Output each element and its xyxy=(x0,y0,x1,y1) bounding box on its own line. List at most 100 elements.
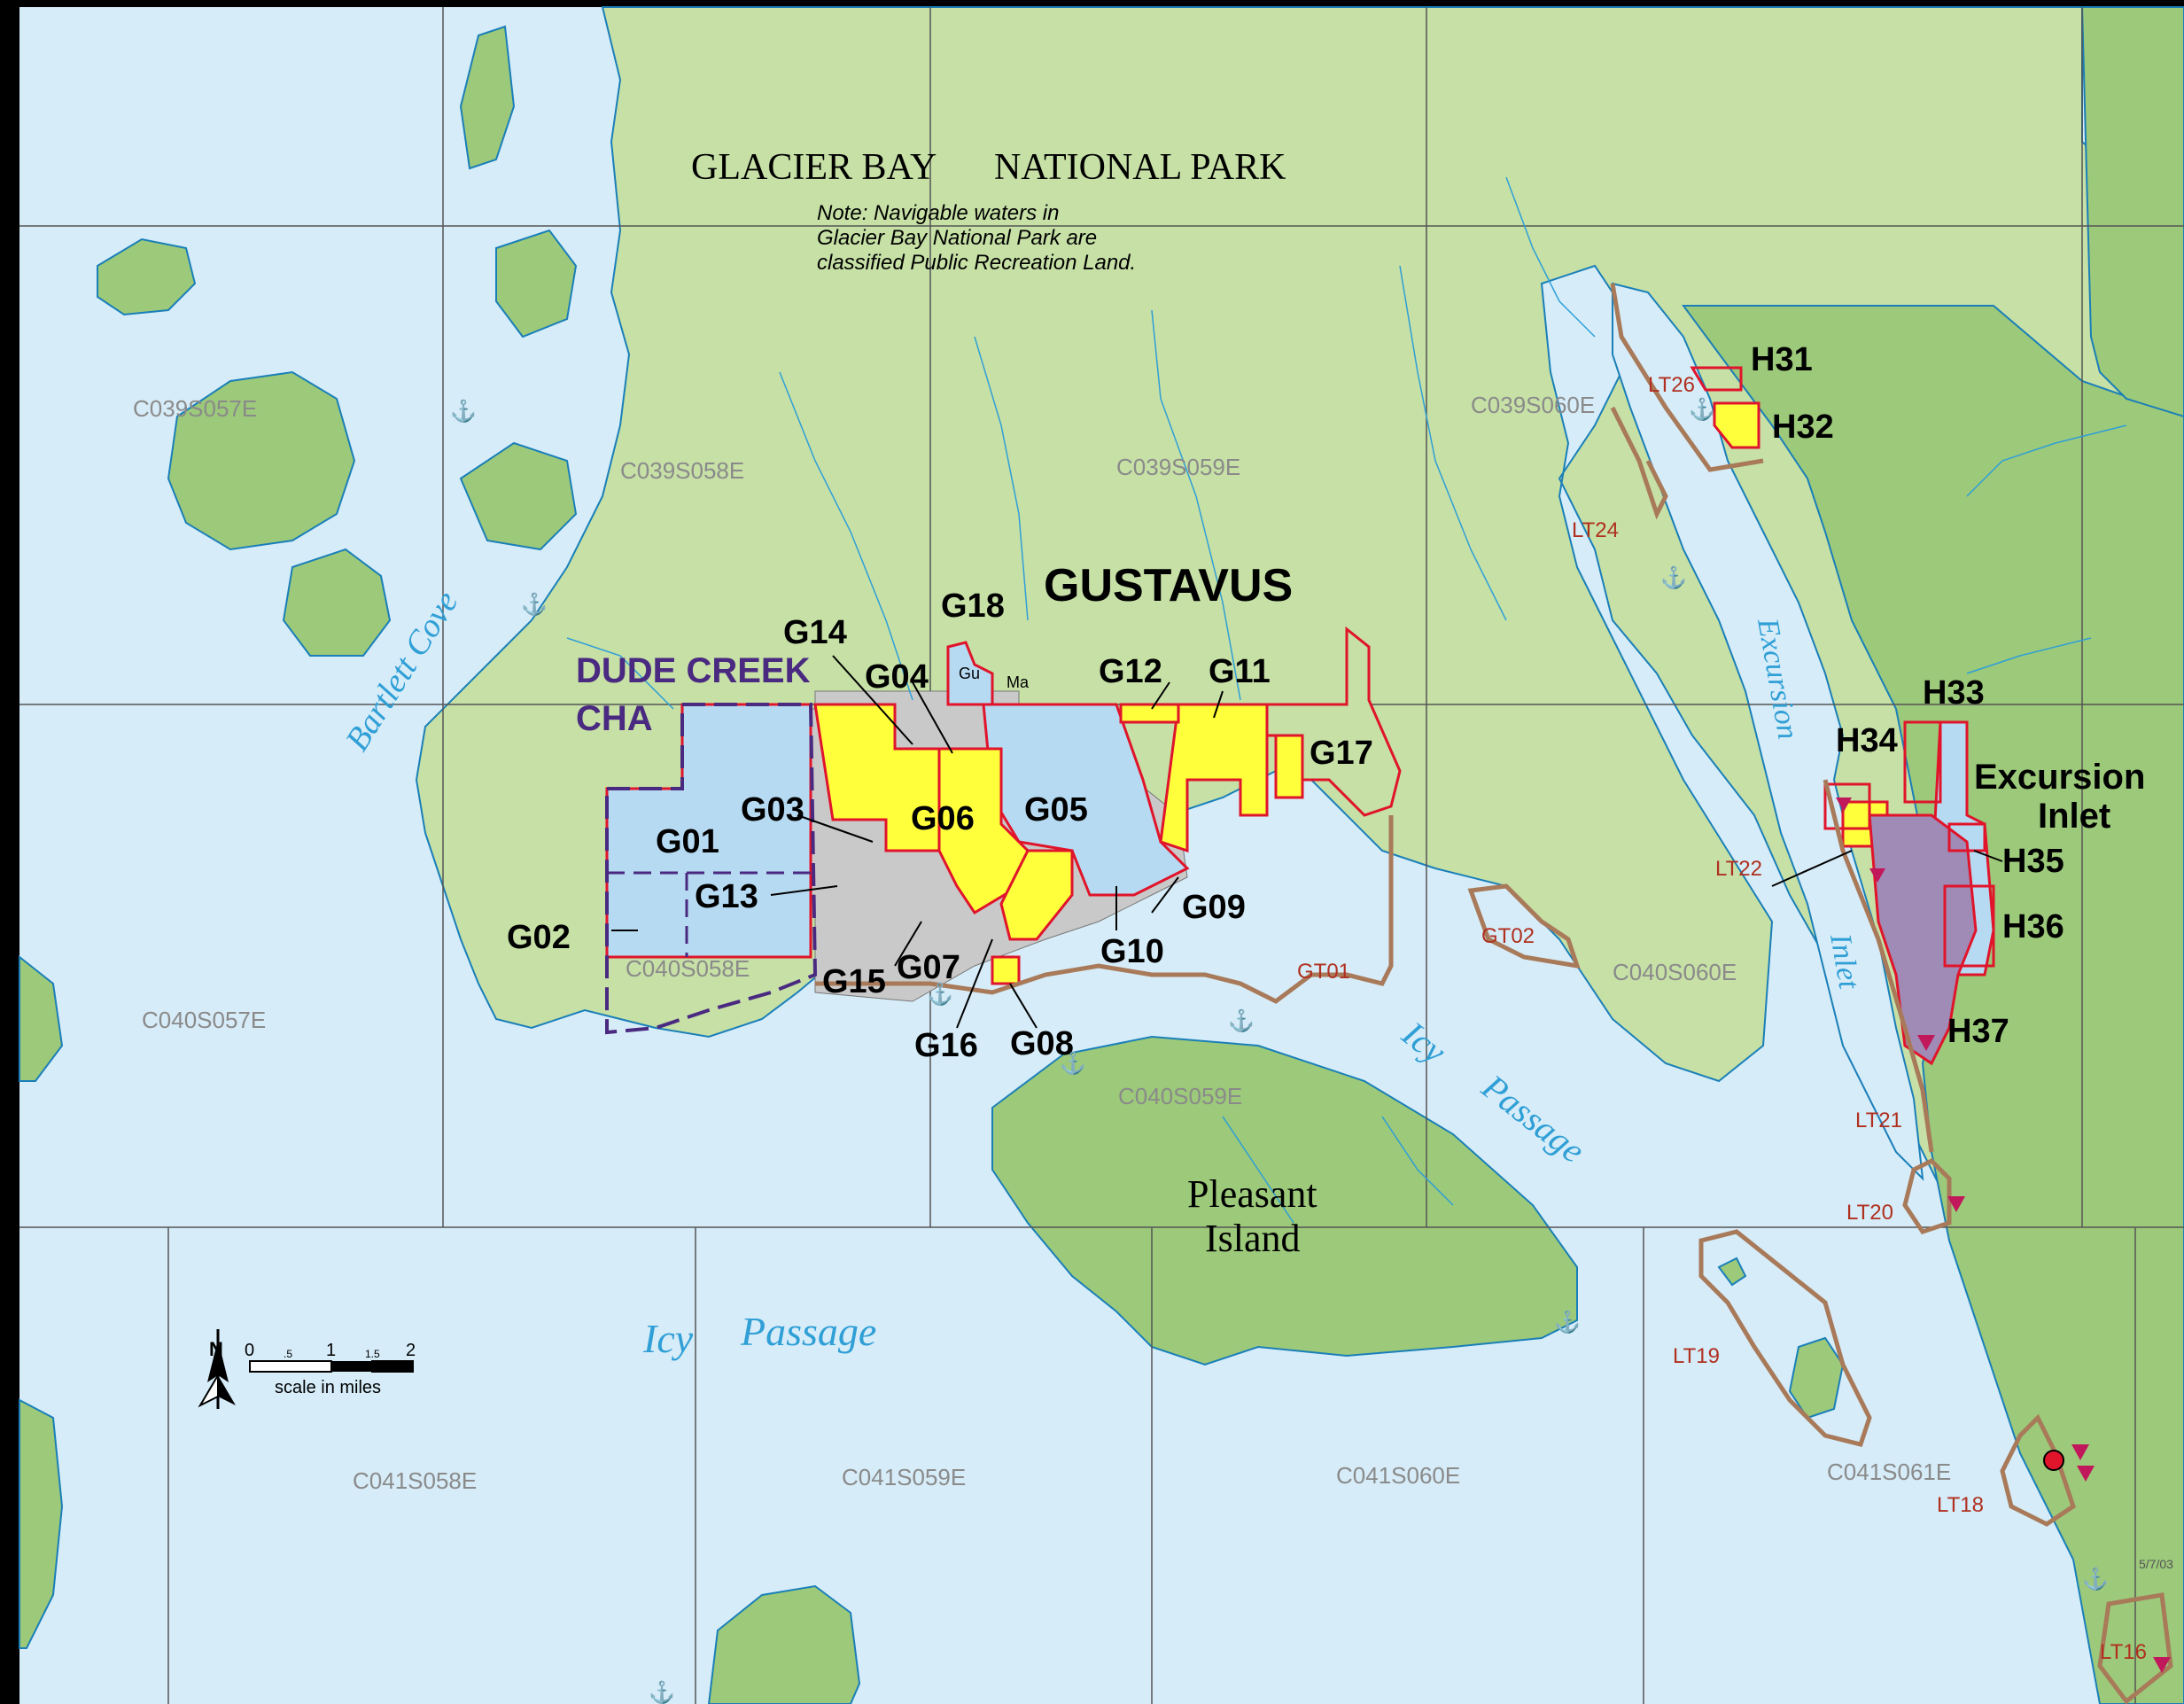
island-lt19-small xyxy=(1717,1257,1747,1287)
lt-label: LT24 xyxy=(1572,518,1619,542)
anchor-icon: ⚓ xyxy=(927,982,953,1007)
triangle-marker xyxy=(1836,798,1852,812)
unit-label-g06: G06 xyxy=(911,800,975,837)
scale-tick-half: .5 xyxy=(284,1348,292,1360)
unit-label-g10: G10 xyxy=(1100,933,1164,970)
unit-label-h34: H34 xyxy=(1836,722,1898,759)
leader-lines xyxy=(611,655,2003,1029)
township-label: C040S060E xyxy=(1613,959,1737,985)
dude-creek-cha-boundary xyxy=(605,703,818,1035)
lt-label: LT18 xyxy=(1937,1493,1984,1517)
park-note-line3: classified Public Recreation Land. xyxy=(817,251,1136,275)
triangle-marker xyxy=(1947,1196,1965,1212)
township-label: C041S061E xyxy=(1827,1459,1951,1485)
unit-label-g01: G01 xyxy=(656,823,719,860)
unit-labels: G01 G02 G03 G04 G05 G06 G07 G08 G09 G10 … xyxy=(507,341,2064,1064)
island-south xyxy=(707,1584,861,1704)
anchor-icon: ⚓ xyxy=(450,399,477,424)
lt-label: LT22 xyxy=(1715,857,1762,881)
excursion-label-line2: Inlet xyxy=(2038,797,2110,836)
pleasant-label-line2: Island xyxy=(1205,1217,1301,1260)
excursion-inlet-water xyxy=(1612,282,1924,1181)
scale-tick-0: 0 xyxy=(245,1341,254,1360)
unit-label-g09: G09 xyxy=(1182,889,1246,926)
unit-label-g07: G07 xyxy=(897,949,960,986)
park-name-part1: GLACIER BAY xyxy=(691,147,937,188)
scale-bar: N 0 .5 1 1.5 2 scale in miles xyxy=(198,1329,416,1409)
township-label: C039S057E xyxy=(133,395,257,422)
markers xyxy=(1836,798,2171,1673)
anchor-icon: ⚓ xyxy=(2082,1567,2109,1591)
unit-label-h31: H31 xyxy=(1751,341,1813,378)
triangle-marker xyxy=(1869,868,1885,883)
lt-label: GT02 xyxy=(1481,924,1535,948)
triangle-marker xyxy=(2077,1466,2095,1482)
unit-label-h32: H32 xyxy=(1772,408,1834,446)
township-label: C040S058E xyxy=(626,955,750,982)
park-note-line2: Glacier Bay National Park are xyxy=(817,226,1097,250)
island-west-2 xyxy=(97,237,197,316)
township-label: C041S059E xyxy=(842,1464,966,1490)
unit-label-g02: G02 xyxy=(507,919,571,956)
unit-g12-area xyxy=(1119,703,1180,724)
lt-label: LT20 xyxy=(1846,1201,1893,1225)
unit-label-g05: G05 xyxy=(1024,791,1088,829)
scale-tick-1-5: 1.5 xyxy=(365,1348,380,1360)
anchor-icon: ⚓ xyxy=(1554,1310,1581,1334)
lt-labels: LT26 LT24 LT22 LT21 LT20 LT19 LT18 LT16 … xyxy=(1297,373,2147,1664)
date-stamp: 5/7/03 xyxy=(2139,1557,2173,1571)
lt-label: LT21 xyxy=(1855,1109,1902,1132)
unit-label-g14: G14 xyxy=(783,614,847,651)
township-labels: C039S057E C039S058E C039S059E C039S060E … xyxy=(133,392,1951,1494)
anchor-icons: ⚓ ⚓ ⚓ ⚓ ⚓ ⚓ ⚓ ⚓ ⚓ ⚓ xyxy=(450,397,2109,1704)
township-label: C039S059E xyxy=(1116,454,1240,480)
anchor-icon: ⚓ xyxy=(649,1680,675,1704)
township-label: C040S059E xyxy=(1118,1083,1242,1109)
anchor-icon: ⚓ xyxy=(521,592,548,617)
township-label: C041S060E xyxy=(1336,1462,1460,1489)
north-label: N xyxy=(209,1338,223,1360)
island-lt19 xyxy=(1788,1336,1845,1420)
small-label-gu: Gu xyxy=(959,665,980,682)
pleasant-island xyxy=(991,1035,1578,1366)
island-west-5 xyxy=(495,229,578,338)
park-note-line1: Note: Navigable waters in xyxy=(817,201,1059,225)
lt-boundaries xyxy=(815,283,2173,1704)
triangle-marker xyxy=(2153,1657,2171,1673)
island-west-1 xyxy=(167,370,356,551)
lt-label: LT19 xyxy=(1673,1344,1720,1368)
unit-label-h35: H35 xyxy=(2002,843,2064,880)
streams xyxy=(566,176,2127,1224)
anchor-icon: ⚓ xyxy=(1689,397,1715,422)
anchor-icon: ⚓ xyxy=(1060,1051,1086,1076)
township-label: C040S057E xyxy=(142,1007,266,1033)
island-west-4 xyxy=(459,25,516,170)
h-unit-outlines xyxy=(1690,366,1995,968)
unit-label-g11: G11 xyxy=(1209,653,1271,690)
northeast-dark-land xyxy=(2080,6,2184,418)
island-west-7 xyxy=(19,954,64,1082)
anchor-icon: ⚓ xyxy=(1660,565,1687,590)
unit-label-h36: H36 xyxy=(2002,908,2064,945)
unit-label-h33: H33 xyxy=(1923,674,1985,712)
island-southwest xyxy=(19,1398,64,1649)
township-grid xyxy=(19,7,2184,1704)
triangle-marker xyxy=(2071,1444,2089,1460)
community-name: GUSTAVUS xyxy=(1044,560,1293,611)
lt-label: GT01 xyxy=(1297,960,1350,984)
unit-label-g04: G04 xyxy=(865,658,929,696)
unit-g05-area xyxy=(982,703,1190,897)
unit-label-h37: H37 xyxy=(1947,1013,2009,1050)
unit-label-g08: G08 xyxy=(1010,1025,1074,1062)
cha-name-line1: DUDE CREEK xyxy=(576,651,811,690)
pleasant-label-line1: Pleasant xyxy=(1187,1172,1317,1216)
scale-caption: scale in miles xyxy=(275,1378,381,1397)
unit-label-g16: G16 xyxy=(914,1027,978,1064)
unit-label-g15: G15 xyxy=(822,963,886,1000)
unit-label-g13: G13 xyxy=(695,878,758,915)
scale-tick-2: 2 xyxy=(406,1341,416,1360)
unit-label-g12: G12 xyxy=(1099,653,1162,690)
township-label: C039S060E xyxy=(1471,392,1595,418)
unit-g17-area xyxy=(1274,734,1304,799)
